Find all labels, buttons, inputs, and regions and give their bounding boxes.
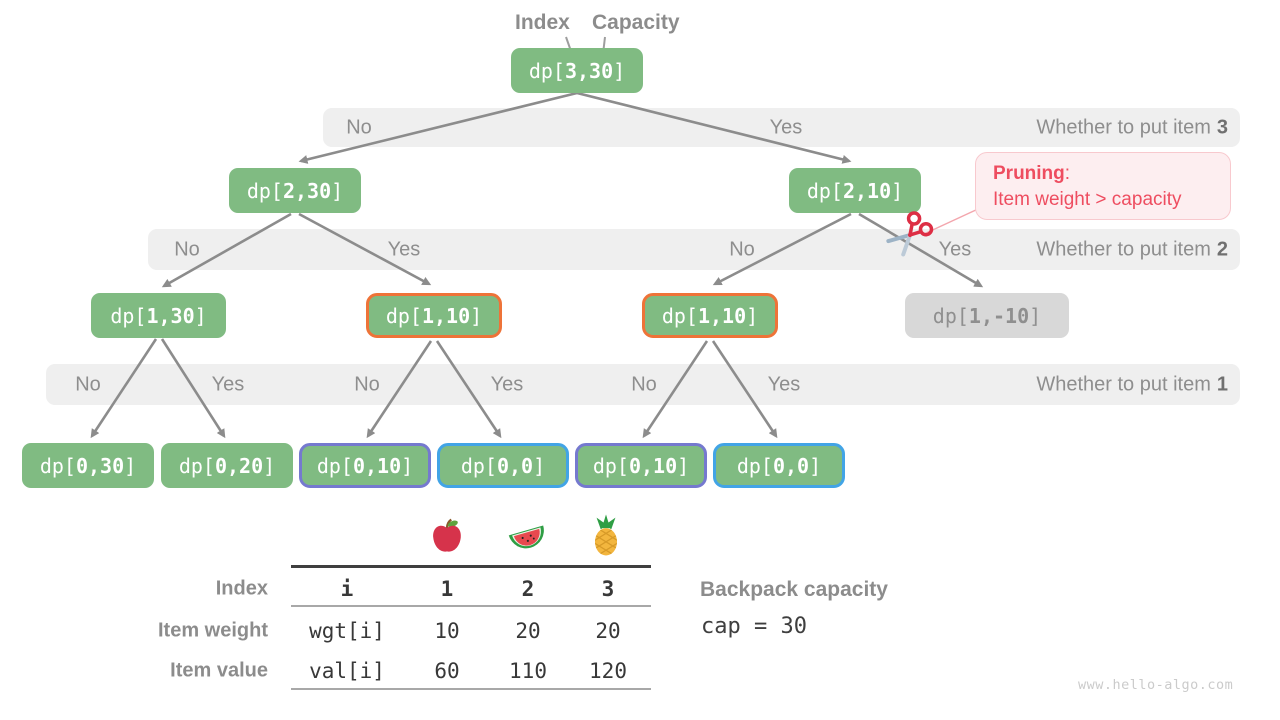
- table-rule-top: [291, 565, 651, 568]
- pineapple-icon: [590, 514, 622, 562]
- table-row-header: Index: [215, 577, 268, 600]
- table-cell: i: [340, 577, 354, 601]
- dp-node-highlight-purple: dp[0,10]: [299, 443, 431, 488]
- pruning-callout: Pruning: Item weight > capacity: [975, 152, 1231, 220]
- dp-node-highlight-orange: dp[1,10]: [366, 293, 502, 338]
- dp-node: dp[0,30]: [22, 443, 154, 488]
- dp-node-highlight-orange: dp[1,10]: [642, 293, 778, 338]
- dp-node: dp[2,10]: [789, 168, 921, 213]
- watermelon-icon: [508, 522, 548, 559]
- band-label-no: No: [354, 373, 380, 395]
- dp-node-pruned: dp[1,-10]: [905, 293, 1069, 338]
- table-cell: 10: [434, 619, 460, 643]
- table-cell: 1: [440, 577, 454, 601]
- scissors-icon: [884, 209, 936, 266]
- dp-node: dp[3,30]: [511, 48, 643, 93]
- table-row-header: Item weight: [157, 619, 268, 642]
- dp-node: dp[2,30]: [229, 168, 361, 213]
- apple-icon: [431, 518, 463, 560]
- index-header-label: Index: [515, 11, 570, 34]
- band-label-yes: Yes: [938, 238, 972, 260]
- table-cell: wgt[i]: [309, 619, 385, 643]
- table-cell: 20: [515, 619, 541, 643]
- level-band-item-1: No Yes No Yes No Yes Whether to put item…: [46, 364, 1240, 405]
- dp-node-highlight-blue: dp[0,0]: [713, 443, 845, 488]
- band-label-yes: Yes: [490, 373, 524, 395]
- band-label-yes: Yes: [387, 238, 421, 260]
- dp-node-highlight-purple: dp[0,10]: [575, 443, 707, 488]
- band-label-no: No: [631, 373, 657, 395]
- dp-node: dp[0,20]: [161, 443, 293, 488]
- band-label-yes: Yes: [767, 373, 801, 395]
- dp-node-highlight-blue: dp[0,0]: [437, 443, 569, 488]
- table-cell: 2: [521, 577, 535, 601]
- table-cell: 20: [595, 619, 621, 643]
- band-label-no: No: [346, 116, 372, 138]
- backpack-capacity-label: Backpack capacity: [700, 578, 888, 601]
- band-label-yes: Yes: [211, 373, 245, 395]
- band-label-no: No: [75, 373, 101, 395]
- table-cell: val[i]: [309, 659, 385, 683]
- table-cell: 3: [601, 577, 615, 601]
- table-cell: 120: [589, 659, 627, 683]
- dp-node: dp[1,30]: [91, 293, 226, 338]
- band-label-yes: Yes: [769, 116, 803, 138]
- table-cell: 60: [434, 659, 460, 683]
- backpack-capacity-value: cap = 30: [701, 614, 807, 639]
- table-row-header: Item value: [170, 659, 268, 682]
- table-cell: 110: [509, 659, 547, 683]
- table-rule-bottom: [291, 688, 651, 690]
- table-rule-middle: [291, 605, 651, 607]
- capacity-header-label: Capacity: [592, 11, 680, 34]
- watermark: www.hello-algo.com: [1078, 677, 1234, 693]
- band-label-no: No: [729, 238, 755, 260]
- band-label-no: No: [174, 238, 200, 260]
